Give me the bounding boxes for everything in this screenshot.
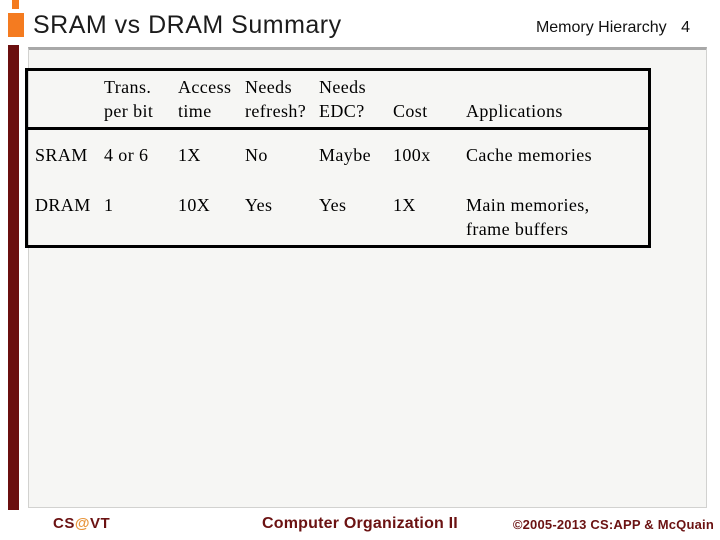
footer-brand-vt: VT (89, 515, 111, 532)
column-header-line: Cost (393, 101, 428, 121)
slide-meta: Memory Hierarchy 4 (536, 19, 690, 37)
slide-number: 4 (681, 19, 690, 36)
column-header-needs-refresh: Needs refresh? (245, 75, 315, 123)
cell-sram-access-time: 1X (178, 145, 201, 165)
accent-top-strip (12, 0, 19, 9)
footer-brand-at-icon: @ (74, 515, 90, 532)
row-label-sram: SRAM (35, 145, 88, 165)
column-header-line: refresh? (245, 101, 307, 121)
cell-sram-needs-edc: Maybe (319, 145, 371, 165)
column-header-line: Applications (466, 101, 563, 121)
cell-sram-needs-refresh: No (245, 145, 268, 165)
footer-course-title: Computer Organization II (262, 515, 458, 532)
table-row-sram: SRAM 4 or 6 1X No Maybe 100x Cache memor… (28, 143, 648, 201)
cell-dram-access-time: 10X (178, 195, 211, 215)
footer-copyright: ©2005-2013 CS:APP & McQuain (512, 517, 714, 532)
section-label: Memory Hierarchy (535, 19, 667, 36)
column-header-cost: Cost (393, 75, 455, 123)
footer-brand: CS@VT (53, 515, 110, 532)
cell-dram-needs-refresh: Yes (245, 195, 273, 215)
column-header-line: Needs (319, 77, 366, 97)
table-header-row: Trans. per bit Access time Needs refresh… (28, 71, 648, 130)
footer-brand-cs: CS (53, 515, 75, 532)
slide-title: SRAM vs DRAM Summary (33, 11, 342, 39)
cell-dram-cost: 1X (393, 195, 416, 215)
row-label-dram: DRAM (35, 195, 91, 215)
cell-dram-trans-per-bit: 1 (104, 195, 114, 215)
column-header-line: time (178, 101, 212, 121)
content-panel (28, 47, 707, 508)
cell-dram-applications: Main memories, frame buffers (466, 195, 590, 239)
comparison-table: Trans. per bit Access time Needs refresh… (25, 68, 651, 248)
column-header-access-time: Access time (178, 75, 236, 123)
logo-square (8, 13, 24, 37)
table-row-dram: DRAM 1 10X Yes Yes 1X Main memories, fra… (28, 193, 648, 251)
column-header-trans-per-bit: Trans. per bit (104, 75, 170, 123)
cell-sram-cost: 100x (393, 145, 431, 165)
column-header-line: Trans. (104, 77, 152, 97)
left-accent-bar (8, 45, 19, 510)
column-header-line: Access (178, 77, 232, 97)
column-header-applications: Applications (466, 75, 631, 123)
cell-dram-needs-edc: Yes (319, 195, 347, 215)
cell-sram-trans-per-bit: 4 or 6 (104, 145, 149, 165)
column-header-needs-edc: Needs EDC? (319, 75, 387, 123)
column-header-line: EDC? (319, 101, 365, 121)
column-header-line: Needs (245, 77, 292, 97)
cell-sram-applications: Cache memories (466, 145, 593, 165)
column-header-line: per bit (104, 101, 154, 121)
